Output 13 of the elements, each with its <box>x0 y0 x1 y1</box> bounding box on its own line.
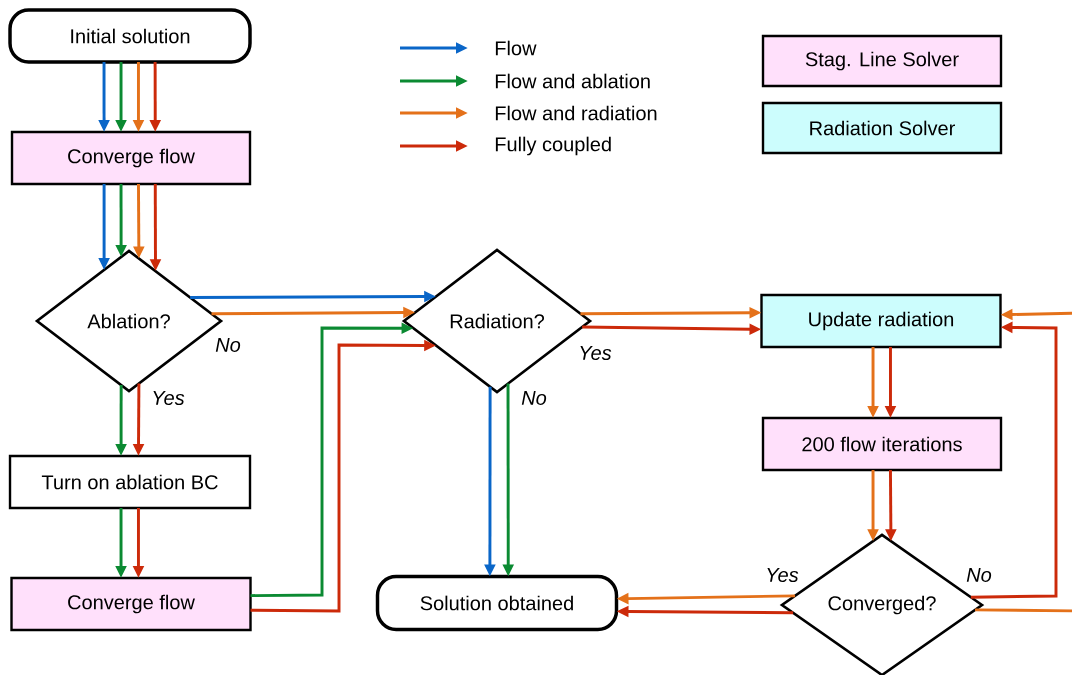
legend-label: Fully coupled <box>495 136 611 156</box>
terminal-box: Initial solution <box>8 8 252 64</box>
legend-box: Stag. Line Solver <box>761 34 1003 88</box>
process-box: Turn on ablation BC <box>8 454 252 510</box>
process-box: Converge flow <box>10 576 252 632</box>
legend-box: Radiation Solver <box>761 101 1003 155</box>
process-box: Converge flow <box>10 130 252 186</box>
legend-label: Flow and ablation <box>495 73 650 89</box>
process-box: 200 flow iterations <box>761 416 1003 472</box>
terminal-box: Solution obtained <box>375 574 619 632</box>
process-box: Update radiation <box>760 293 1002 349</box>
legend-label: Flow <box>495 40 537 56</box>
legend-label: Flow and radiation <box>495 105 657 121</box>
